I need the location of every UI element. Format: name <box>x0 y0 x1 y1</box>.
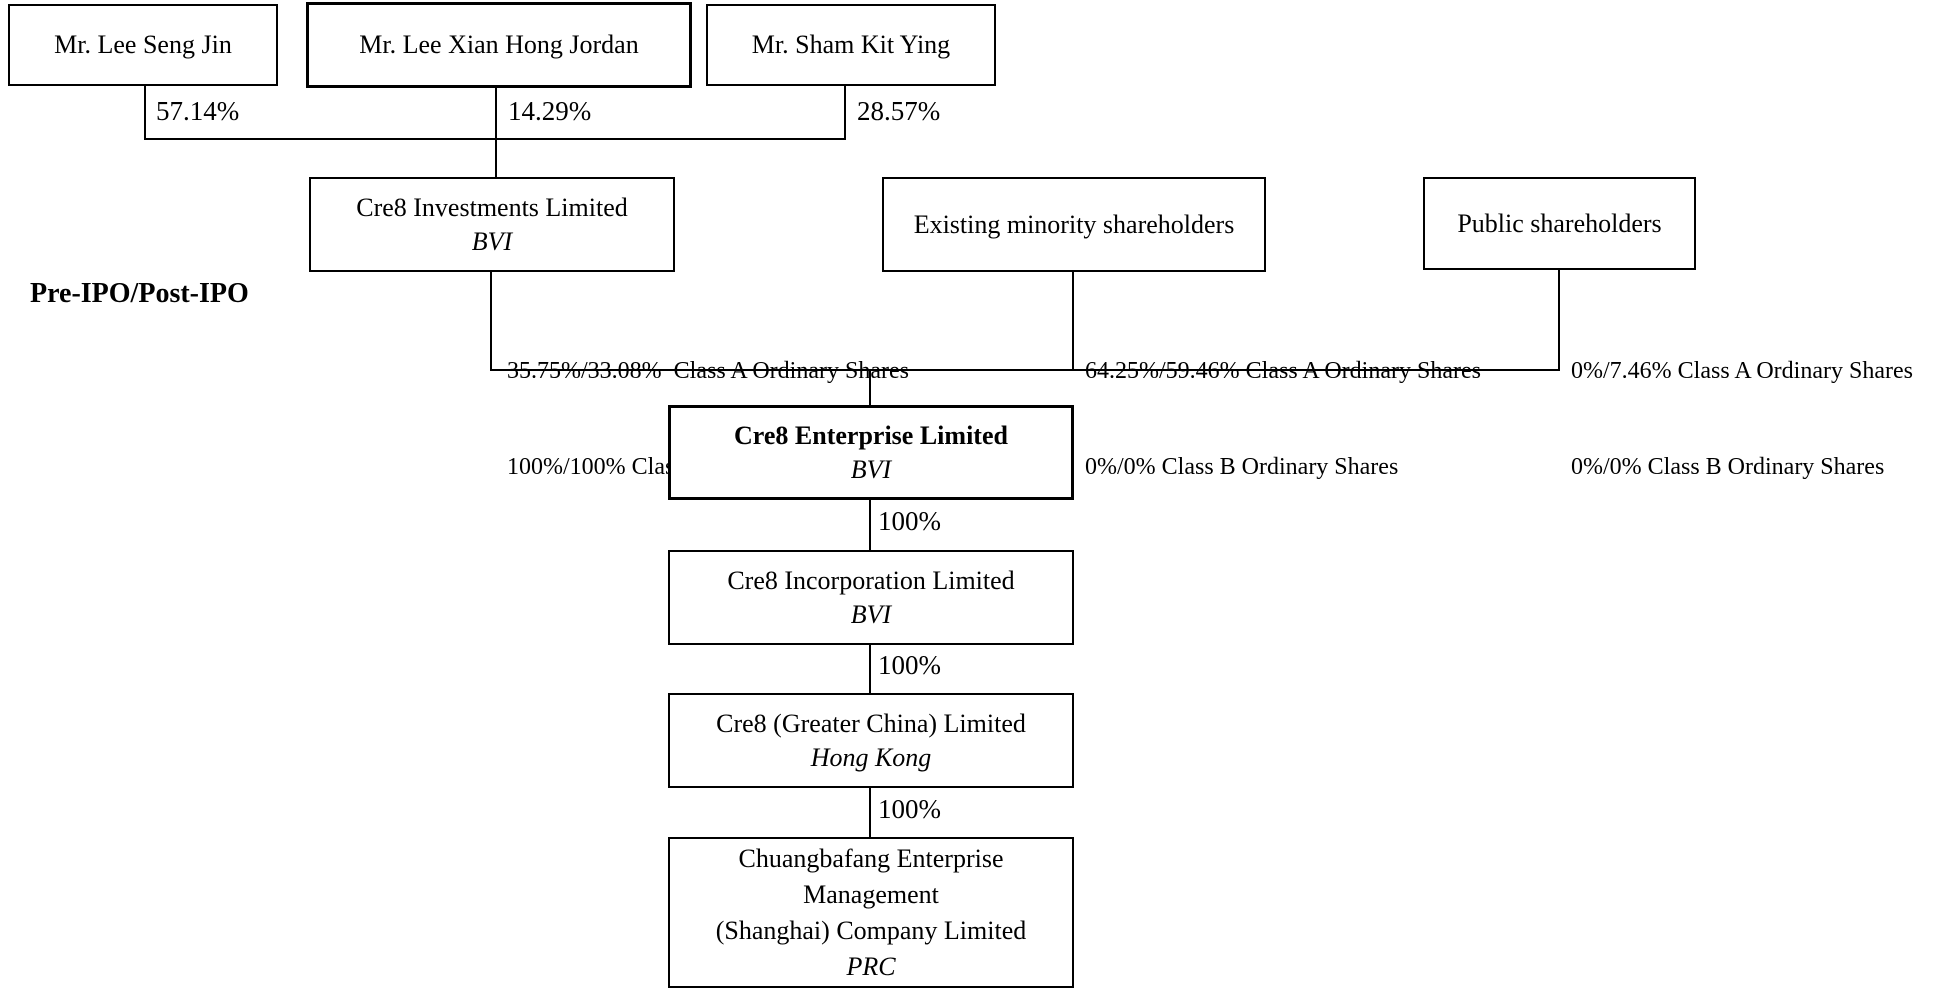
connector-line <box>869 369 871 405</box>
connector-line <box>144 138 846 140</box>
entity-name: Mr. Lee Xian Hong Jordan <box>359 30 639 59</box>
class-b-shares-text: 0%/0% Class B Ordinary Shares <box>1085 454 1399 480</box>
entity-jurisdiction: PRC <box>846 951 896 981</box>
entity-box-cre8-investments: Cre8 Investments Limited BVI <box>309 177 675 272</box>
ownership-label: 100% <box>878 650 941 680</box>
stake-label-lee-xian-hong-jordan: 14.29% <box>508 96 592 126</box>
entity-jurisdiction: Hong Kong <box>810 742 932 772</box>
entity-box-cre8-greater-china: Cre8 (Greater China) Limited Hong Kong <box>668 693 1074 788</box>
connector-line <box>144 86 146 140</box>
connector-line <box>844 86 846 140</box>
entity-jurisdiction: BVI <box>850 599 892 629</box>
entity-box-lee-seng-jin: Mr. Lee Seng Jin <box>8 4 278 86</box>
entity-name: Cre8 Investments Limited <box>356 192 628 222</box>
entity-name-line: (Shanghai) Company Limited <box>715 915 1027 945</box>
entity-name: Cre8 Enterprise Limited <box>734 420 1008 450</box>
entity-name: Cre8 Incorporation Limited <box>727 565 1015 595</box>
stake-label-sham-kit-ying: 28.57% <box>857 96 941 126</box>
entity-box-chuangbafang: Chuangbafang Enterprise Management (Shan… <box>668 837 1074 988</box>
entity-name: Mr. Sham Kit Ying <box>751 30 951 59</box>
class-a-shares-text: 0%/7.46% Class A Ordinary Shares <box>1571 358 1913 384</box>
entity-name-line: Management <box>803 879 939 909</box>
class-b-shares-text: 0%/0% Class B Ordinary Shares <box>1571 454 1885 480</box>
connector-line <box>490 271 492 371</box>
stake-label-lee-seng-jin: 57.14% <box>156 96 240 126</box>
entity-box-lee-xian-hong-jordan: Mr. Lee Xian Hong Jordan <box>306 2 692 88</box>
entity-jurisdiction: BVI <box>850 454 892 484</box>
ownership-label: 100% <box>878 506 941 536</box>
connector-line <box>1558 269 1560 371</box>
entity-name: Cre8 (Greater China) Limited <box>716 708 1026 738</box>
connector-line <box>869 499 871 551</box>
connector-line <box>869 787 871 838</box>
connector-line <box>495 88 497 177</box>
pre-ipo-post-ipo-label: Pre-IPO/Post-IPO <box>30 278 249 309</box>
share-classes-existing-minority: 64.25%/59.46% Class A Ordinary Shares 0%… <box>1085 291 1481 547</box>
entity-jurisdiction: BVI <box>471 226 513 256</box>
connector-line <box>1072 271 1074 371</box>
entity-name: Existing minority shareholders <box>913 209 1235 239</box>
entity-name: Mr. Lee Seng Jin <box>54 30 232 59</box>
class-a-shares-text: 64.25%/59.46% Class A Ordinary Shares <box>1085 358 1481 384</box>
entity-box-cre8-incorporation: Cre8 Incorporation Limited BVI <box>668 550 1074 645</box>
entity-name: Public shareholders <box>1457 208 1662 238</box>
entity-box-sham-kit-ying: Mr. Sham Kit Ying <box>706 4 996 86</box>
class-a-shares-text: 35.75%/33.08% Class A Ordinary Shares <box>507 358 909 384</box>
ownership-label: 100% <box>878 794 941 824</box>
entity-name-line: Chuangbafang Enterprise <box>738 843 1004 873</box>
entity-box-existing-minority-shareholders: Existing minority shareholders <box>882 177 1266 272</box>
connector-line <box>490 369 1560 371</box>
share-classes-public-shareholders: 0%/7.46% Class A Ordinary Shares 0%/0% C… <box>1571 291 1913 547</box>
connector-line <box>869 644 871 694</box>
entity-box-public-shareholders: Public shareholders <box>1423 177 1696 270</box>
entity-box-cre8-enterprise: Cre8 Enterprise Limited BVI <box>668 405 1074 500</box>
